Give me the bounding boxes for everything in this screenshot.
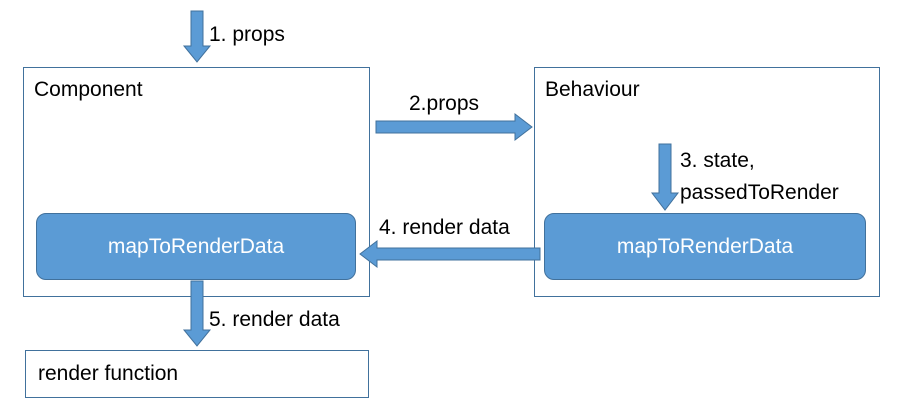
render-function-box: render function <box>25 350 369 398</box>
component-title: Component <box>34 78 143 101</box>
render-data-out-arrow <box>182 280 212 347</box>
state-passed-arrow <box>650 143 680 211</box>
state-passed-label-line2: passedToRender <box>680 181 839 204</box>
render-data-back-arrow <box>359 239 541 269</box>
props-in-label: 1. props <box>209 23 285 46</box>
props-to-behaviour-label: 2.props <box>409 92 480 115</box>
render-function-title: render function <box>38 362 179 385</box>
render-data-out-label: 5. render data <box>209 308 340 331</box>
state-passed-label-line1: 3. state, <box>680 149 755 172</box>
props-to-behaviour-arrow <box>375 112 533 142</box>
behaviour-title: Behaviour <box>545 78 640 101</box>
behaviour-map-to-render-data: mapToRenderData <box>544 213 866 280</box>
component-map-to-render-data: mapToRenderData <box>36 213 356 280</box>
props-in-arrow <box>182 10 212 63</box>
render-data-back-label: 4. render data <box>379 216 510 239</box>
